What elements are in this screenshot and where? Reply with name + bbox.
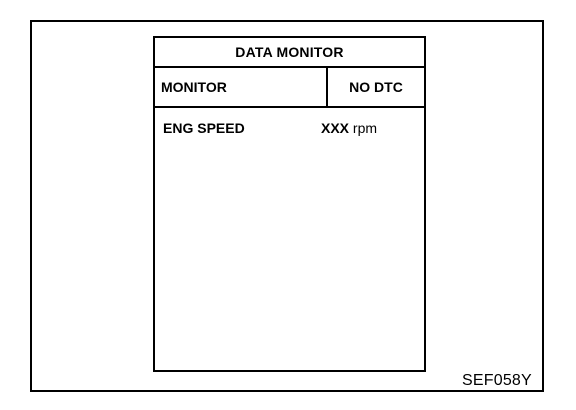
monitor-item-row: ENG SPEED XXX rpm: [155, 108, 424, 150]
item-label-eng-speed: ENG SPEED: [163, 120, 245, 136]
item-value-eng-speed: XXX rpm: [321, 120, 377, 136]
figure-frame: [30, 20, 544, 392]
monitor-item-list: ENG SPEED XXX rpm: [155, 108, 424, 150]
item-value-unit: rpm: [352, 120, 378, 136]
item-value-number: XXX: [321, 120, 350, 136]
header-row: MONITOR NO DTC: [155, 68, 424, 108]
figure-code: SEF058Y: [462, 372, 532, 389]
screen-title: DATA MONITOR: [155, 38, 424, 68]
monitor-label: MONITOR: [155, 68, 328, 106]
data-monitor-screen: DATA MONITOR MONITOR NO DTC ENG SPEED XX…: [153, 36, 426, 372]
dtc-status: NO DTC: [349, 79, 403, 95]
